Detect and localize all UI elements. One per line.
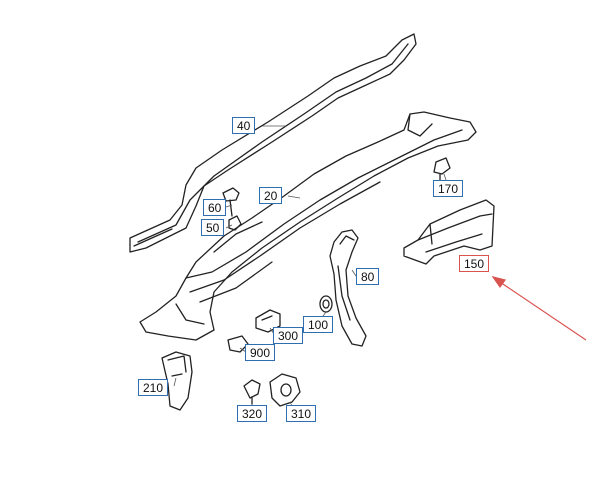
part-300-connector bbox=[255, 309, 281, 333]
callout-20[interactable]: 20 bbox=[259, 187, 283, 204]
callout-210[interactable]: 210 bbox=[138, 379, 169, 396]
leader-60 bbox=[225, 204, 233, 208]
callout-60[interactable]: 60 bbox=[203, 199, 227, 216]
callout-300[interactable]: 300 bbox=[273, 327, 304, 344]
part-100-grommet bbox=[319, 295, 333, 313]
leader-170 bbox=[443, 173, 447, 181]
callout-900[interactable]: 900 bbox=[245, 344, 276, 361]
callout-50[interactable]: 50 bbox=[201, 219, 225, 236]
callout-320[interactable]: 320 bbox=[237, 405, 268, 422]
callout-40[interactable]: 40 bbox=[232, 117, 256, 134]
part-320-clip bbox=[243, 379, 261, 405]
part-310-bracket bbox=[269, 373, 301, 407]
highlight-arrow bbox=[491, 276, 587, 341]
part-150-cover bbox=[403, 199, 495, 265]
callout-310[interactable]: 310 bbox=[286, 405, 317, 422]
part-900-clip bbox=[227, 335, 249, 353]
part-210-trim bbox=[161, 351, 193, 411]
callout-150[interactable]: 150 bbox=[459, 255, 490, 272]
leader-50 bbox=[225, 224, 233, 229]
leader-80 bbox=[351, 269, 357, 277]
part-20-cowl-panel bbox=[139, 111, 477, 341]
callout-170[interactable]: 170 bbox=[433, 180, 464, 197]
callout-80[interactable]: 80 bbox=[356, 268, 380, 285]
leader-20 bbox=[287, 195, 301, 199]
part-80-pillar-trim bbox=[329, 229, 367, 347]
leader-210 bbox=[173, 377, 177, 387]
part-50-clip bbox=[228, 215, 242, 231]
callout-100[interactable]: 100 bbox=[303, 316, 334, 333]
part-170-bracket bbox=[433, 157, 451, 181]
part-40-seal bbox=[129, 33, 417, 253]
